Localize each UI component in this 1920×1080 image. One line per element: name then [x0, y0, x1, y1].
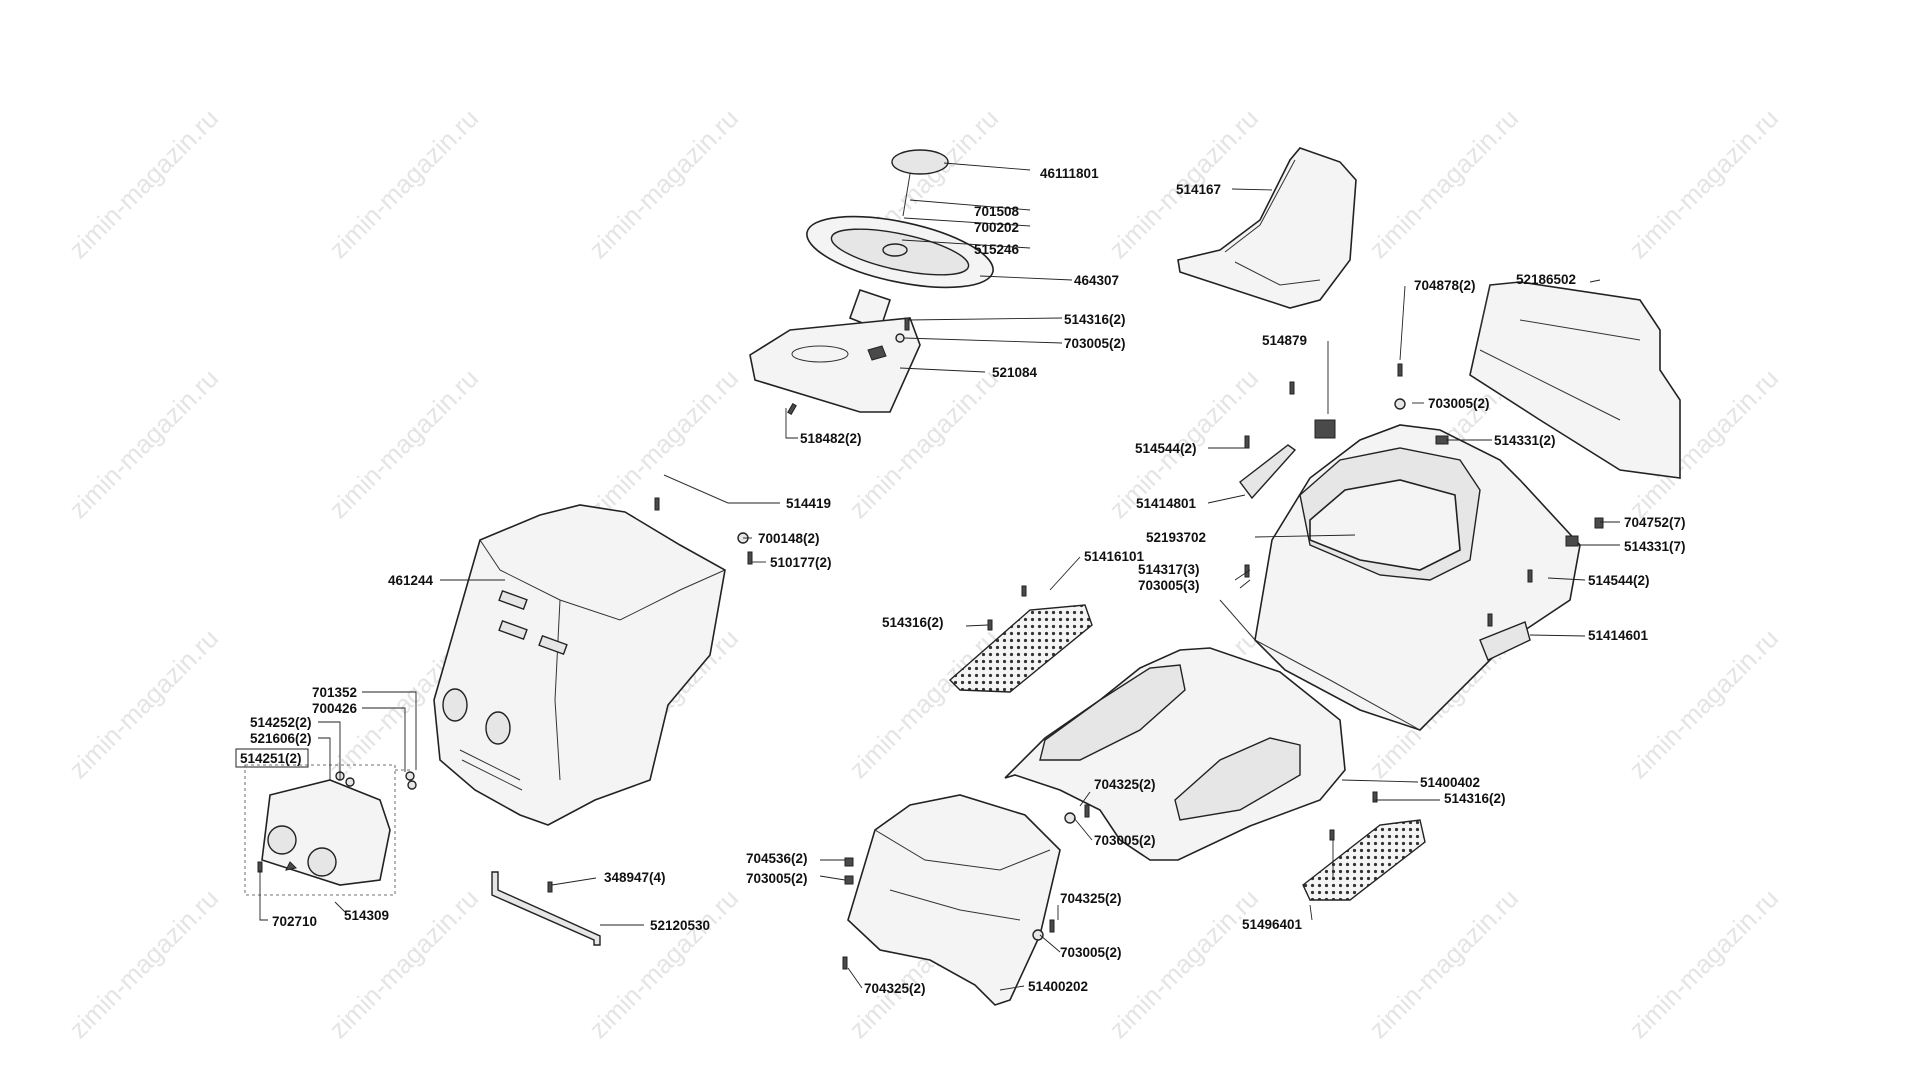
footrest-right-part: [1302, 819, 1426, 901]
part-label: 702710: [272, 914, 317, 929]
part-label: 703005(2): [1428, 396, 1490, 411]
watermark: zimin-magazin.ru: [1103, 883, 1264, 1044]
rear-fender-assembly: [1219, 281, 1681, 731]
part-label: 51496401: [1242, 917, 1303, 932]
part-label: 514544(2): [1135, 441, 1197, 456]
rear-cover-part: [1469, 281, 1681, 479]
steering-cap-part: [891, 149, 949, 175]
part-label: 514309: [344, 908, 389, 923]
part-label: 51414801: [1136, 496, 1197, 511]
part-label: 514316(2): [882, 615, 944, 630]
part-label: 510177(2): [770, 555, 832, 570]
part-label: 514544(2): [1588, 573, 1650, 588]
watermark: zimin-magazin.ru: [63, 883, 224, 1044]
part-label: 514252(2): [250, 715, 312, 730]
watermark: zimin-magazin.ru: [1623, 883, 1784, 1044]
part-label: 704536(2): [746, 851, 808, 866]
part-label: 704752(7): [1624, 515, 1686, 530]
part-label: 700148(2): [758, 531, 820, 546]
part-label: 703005(2): [1064, 336, 1126, 351]
part-label: 348947(4): [604, 870, 666, 885]
part-label: 700426: [312, 701, 358, 716]
part-label: 514167: [1176, 182, 1221, 197]
watermark: zimin-magazin.ru: [583, 363, 744, 524]
part-label: 51400202: [1028, 979, 1088, 994]
part-label: 515246: [974, 242, 1020, 257]
seat-part: [1177, 147, 1357, 309]
watermark: zimin-magazin.ru: [1623, 103, 1784, 264]
part-label: 52193702: [1146, 530, 1206, 545]
floor-pan-part: [1004, 647, 1346, 861]
part-labels: 46111801 701508 700202 515246 464307 514…: [235, 166, 1686, 996]
part-label: 514419: [786, 496, 831, 511]
watermark: zimin-magazin.ru: [323, 103, 484, 264]
part-label: 514317(3): [1138, 562, 1200, 577]
hood-part: [433, 504, 726, 826]
part-label: 703005(2): [746, 871, 808, 886]
part-label: 51416101: [1084, 549, 1145, 564]
part-label: 521084: [992, 365, 1038, 380]
headlight-housing-part: [261, 779, 391, 886]
part-label: 514316(2): [1444, 791, 1506, 806]
part-label: 518482(2): [800, 431, 862, 446]
watermark: zimin-magazin.ru: [63, 623, 224, 784]
watermark: zimin-magazin.ru: [1363, 883, 1524, 1044]
part-label: 51414601: [1588, 628, 1649, 643]
part-label: 51400402: [1420, 775, 1480, 790]
seat-assembly: [1177, 147, 1357, 309]
part-label: 461244: [388, 573, 434, 588]
bracket-part: [491, 871, 601, 946]
leader-lines: [259, 162, 1620, 991]
part-label: 703005(3): [1138, 578, 1200, 593]
part-label: 703005(2): [1094, 833, 1156, 848]
side-trim-part: [1239, 444, 1297, 500]
hood-assembly: [433, 474, 753, 826]
watermark: zimin-magazin.ru: [63, 103, 224, 264]
part-label: 514331(7): [1624, 539, 1686, 554]
part-label: 514331(2): [1494, 433, 1556, 448]
part-label: 704878(2): [1414, 278, 1476, 293]
watermark: zimin-magazin.ru: [1363, 103, 1524, 264]
watermark: zimin-magazin.ru: [843, 623, 1004, 784]
side-trim-part: [1479, 621, 1531, 661]
dashboard-panel-part: [749, 317, 921, 413]
part-label: 704325(2): [864, 981, 926, 996]
part-label: 514879: [1262, 333, 1307, 348]
watermark: zimin-magazin.ru: [323, 363, 484, 524]
part-label: 700202: [974, 220, 1019, 235]
headlight-assembly: [244, 764, 601, 946]
part-label: 701508: [974, 204, 1020, 219]
part-label: 464307: [1074, 273, 1119, 288]
footrest-left-part: [948, 604, 1093, 693]
watermark: zimin-magazin.ru: [583, 883, 744, 1044]
part-label: 701352: [312, 685, 357, 700]
part-label: 704325(2): [1060, 891, 1122, 906]
part-label-highlighted: 514251(2): [240, 751, 302, 766]
part-label: 514316(2): [1064, 312, 1126, 327]
watermark: zimin-magazin.ru: [1623, 623, 1784, 784]
highlighted-part-box: [235, 748, 309, 768]
part-label: 521606(2): [250, 731, 312, 746]
watermark: zimin-magazin.ru: [63, 363, 224, 524]
watermark: zimin-magazin.ru: [583, 103, 744, 264]
part-label: 703005(2): [1060, 945, 1122, 960]
part-label: 52186502: [1516, 272, 1576, 287]
steering-wheel-assembly: [749, 149, 994, 416]
part-label: 46111801: [1040, 166, 1099, 181]
front-nose-part: [847, 794, 1061, 1006]
floor-assembly: [842, 585, 1426, 1006]
part-label: 52120530: [650, 918, 710, 933]
part-label: 704325(2): [1094, 777, 1156, 792]
